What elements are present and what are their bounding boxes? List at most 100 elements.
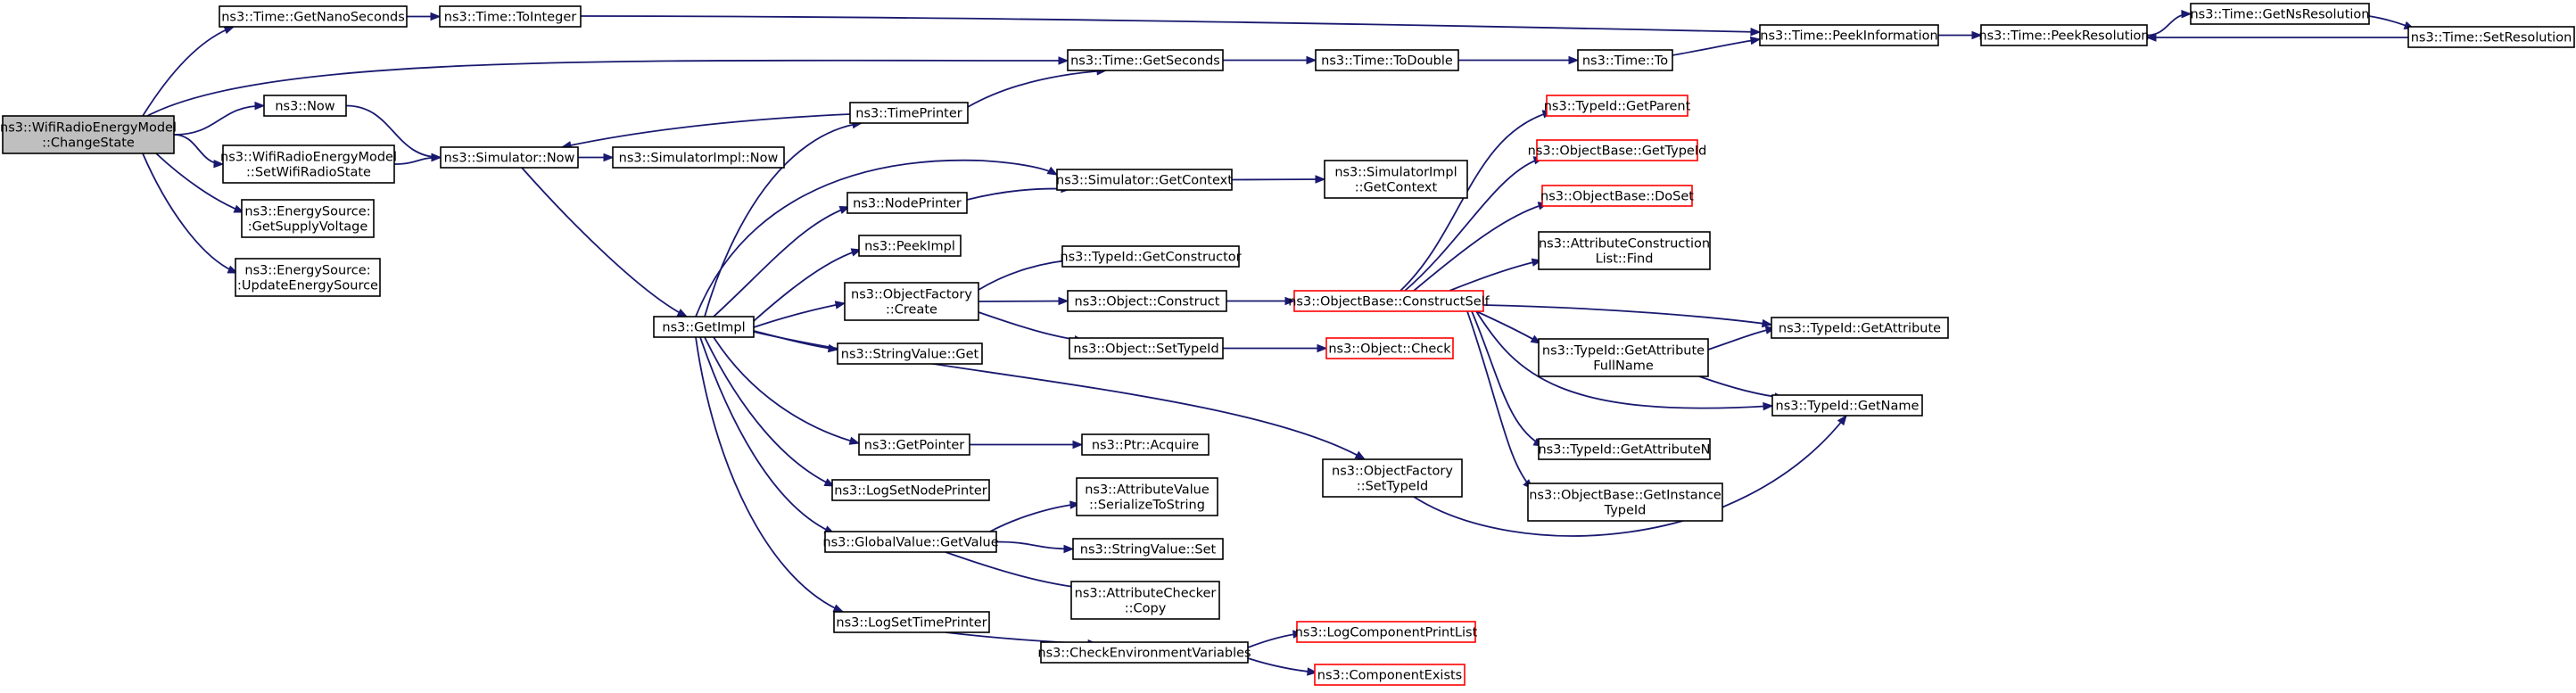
node-box <box>1067 290 1227 312</box>
node-label: ns3::AttributeValue <box>1085 483 1210 498</box>
node-get-nano-seconds[interactable]: ns3::Time::GetNanoSeconds <box>219 5 408 28</box>
node-box <box>1056 169 1233 191</box>
node-object-check[interactable]: ns3::Object::Check <box>1325 337 1454 359</box>
node-log-set-time-printer[interactable]: ns3::LogSetTimePrinter <box>833 611 990 633</box>
node-to-integer[interactable]: ns3::Time::ToInteger <box>439 5 582 28</box>
edge-get-impl-to-node-printer <box>713 206 851 318</box>
edge-construct-self-to-do-set <box>1413 202 1549 292</box>
edge-change-state-to-set-wifi-radio-state <box>173 134 225 169</box>
node-label: :GetSupplyVoltage <box>248 220 368 235</box>
node-check-environment-variables[interactable]: ns3::CheckEnvironmentVariables <box>1037 641 1251 664</box>
node-get-name[interactable]: ns3::TypeId::GetName <box>1771 394 1923 417</box>
node-simulator-impl-now[interactable]: ns3::SimulatorImpl::Now <box>612 146 785 169</box>
node-attribute-checker-copy[interactable]: ns3::AttributeChecker::Copy <box>1070 581 1220 620</box>
edge-peek-information-to-peek-resolution <box>1938 30 1983 40</box>
node-time-to[interactable]: ns3::Time::To <box>1577 49 1673 71</box>
node-log-component-print-list[interactable]: ns3::LogComponentPrintList <box>1295 621 1478 643</box>
node-global-value-get-value[interactable]: ns3::GlobalValue::GetValue <box>822 531 999 553</box>
node-get-ns-resolution[interactable]: ns3::Time::GetNsResolution <box>2190 3 2370 25</box>
node-get-attribute-n[interactable]: ns3::TypeId::GetAttributeN <box>1538 438 1711 460</box>
node-label: ns3::TypeId::GetParent <box>1544 100 1691 114</box>
node-peek-impl[interactable]: ns3::PeekImpl <box>858 235 962 257</box>
node-simulator-impl-get-context[interactable]: ns3::SimulatorImpl::GetContext <box>1324 160 1468 199</box>
node-label: ns3::Object::Construct <box>1075 295 1220 309</box>
node-now[interactable]: ns3::Now <box>263 95 347 117</box>
node-object-set-type-id[interactable]: ns3::Object::SetTypeId <box>1069 337 1224 359</box>
node-label: ns3::Simulator::GetContext <box>1056 174 1233 188</box>
node-box <box>1538 231 1711 270</box>
node-get-supply-voltage[interactable]: ns3::EnergySource::GetSupplyVoltage <box>241 199 375 238</box>
call-graph-nodes: ns3::WifiRadioEnergyModel::ChangeStatens… <box>0 3 2575 686</box>
edge-get-seconds-to-to-double <box>1223 55 1317 65</box>
node-box <box>824 531 997 553</box>
node-label: ns3::Now <box>275 100 334 114</box>
node-object-base-get-type-id[interactable]: ns3::ObjectBase::GetTypeId <box>1528 139 1707 161</box>
node-label: ns3::ObjectBase::DoSet <box>1540 190 1694 204</box>
node-get-parent[interactable]: ns3::TypeId::GetParent <box>1544 95 1691 117</box>
node-simulator-get-context[interactable]: ns3::Simulator::GetContext <box>1056 169 1233 191</box>
edge-change-state-to-now <box>173 101 266 136</box>
node-to-double[interactable]: ns3::Time::ToDouble <box>1315 49 1459 71</box>
edge-node-printer-to-simulator-get-context <box>966 184 1072 201</box>
node-label: ns3::StringValue::Get <box>841 348 979 362</box>
node-get-seconds[interactable]: ns3::Time::GetSeconds <box>1067 49 1224 71</box>
node-get-constructor[interactable]: ns3::TypeId::GetConstructor <box>1060 245 1242 268</box>
node-box <box>1315 49 1459 71</box>
edge-check-environment-variables-to-component-exists <box>1247 657 1318 676</box>
node-box <box>241 199 375 238</box>
node-update-energy-source[interactable]: ns3::EnergySource::UpdateEnergySource <box>235 258 381 297</box>
node-serialize-to-string[interactable]: ns3::AttributeValue::SerializeToString <box>1076 477 1218 516</box>
edge-set-resolution-to-peek-resolution <box>2145 33 2408 42</box>
node-label: ns3::ObjectBase::GetTypeId <box>1528 144 1707 159</box>
node-get-impl[interactable]: ns3::GetImpl <box>653 316 755 338</box>
node-label: ns3::Time::ToInteger <box>444 11 576 25</box>
node-box <box>1314 664 1466 686</box>
edge-global-value-get-value-to-string-value-set <box>995 540 1075 554</box>
node-label: ns3::LogSetTimePrinter <box>836 616 987 631</box>
node-simulator-now[interactable]: ns3::Simulator::Now <box>440 146 579 169</box>
node-box <box>263 95 347 117</box>
node-string-value-set[interactable]: ns3::StringValue::Set <box>1072 538 1224 560</box>
node-box <box>2 115 175 154</box>
node-label: ns3::GlobalValue::GetValue <box>822 536 998 550</box>
node-object-construct[interactable]: ns3::Object::Construct <box>1067 290 1227 312</box>
node-peek-resolution[interactable]: ns3::Time::PeekResolution <box>1978 24 2150 46</box>
node-set-resolution[interactable]: ns3::Time::SetResolution <box>2407 26 2575 48</box>
node-get-attribute[interactable]: ns3::TypeId::GetAttribute <box>1771 317 1949 339</box>
node-peek-information[interactable]: ns3::Time::PeekInformation <box>1759 24 1939 46</box>
edge-construct-self-to-get-instance-type-id <box>1466 310 1533 490</box>
node-do-set[interactable]: ns3::ObjectBase::DoSet <box>1540 185 1694 207</box>
edge-construct-self-to-get-name <box>1475 310 1774 411</box>
node-object-factory-create[interactable]: ns3::ObjectFactory::Create <box>844 282 979 321</box>
node-get-pointer[interactable]: ns3::GetPointer <box>858 433 970 456</box>
node-label: ns3::Object::Check <box>1328 342 1451 357</box>
edge-change-state-to-get-seconds <box>146 56 1069 117</box>
node-component-exists[interactable]: ns3::ComponentExists <box>1314 664 1466 686</box>
call-graph-edges <box>142 10 2415 676</box>
node-label: ns3::Time::GetNanoSeconds <box>221 11 405 25</box>
node-time-printer[interactable]: ns3::TimePrinter <box>849 102 969 124</box>
node-node-printer[interactable]: ns3::NodePrinter <box>846 192 968 214</box>
node-ptr-acquire[interactable]: ns3::Ptr::Acquire <box>1081 433 1210 456</box>
node-box <box>1324 160 1468 199</box>
node-log-set-node-printer[interactable]: ns3::LogSetNodePrinter <box>831 479 990 501</box>
node-change-state: ns3::WifiRadioEnergyModel::ChangeState <box>0 115 177 154</box>
node-set-wifi-radio-state[interactable]: ns3::WifiRadioEnergyModel::SetWifiRadioS… <box>220 144 397 184</box>
node-label: ns3::WifiRadioEnergyModel <box>0 121 177 136</box>
node-label: ns3::Time::GetNsResolution <box>2190 8 2369 22</box>
edge-object-construct-to-construct-self <box>1226 296 1296 306</box>
edge-peek-resolution-to-get-ns-resolution <box>2146 10 2192 37</box>
node-string-value-get[interactable]: ns3::StringValue::Get <box>837 342 983 365</box>
edge-global-value-get-value-to-serialize-to-string <box>989 500 1081 532</box>
node-label: ns3::EnergySource: <box>244 264 370 278</box>
node-box <box>439 5 582 28</box>
node-box <box>1546 95 1688 117</box>
node-construct-self[interactable]: ns3::ObjectBase::ConstructSelf <box>1288 290 1490 312</box>
node-object-factory-set-type-id[interactable]: ns3::ObjectFactory::SetTypeId <box>1322 458 1463 498</box>
node-label: ::SerializeToString <box>1089 499 1205 513</box>
node-box <box>235 258 381 297</box>
node-box <box>222 144 395 184</box>
